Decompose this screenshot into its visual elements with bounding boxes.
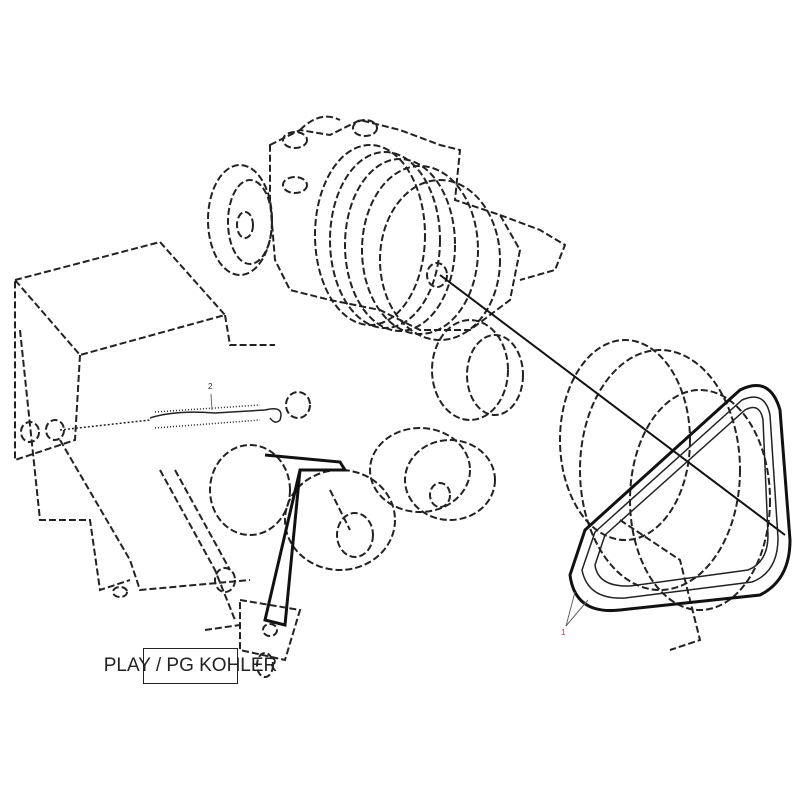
leader-line-1 [565, 591, 589, 627]
callout-1: 1 [561, 628, 566, 637]
frame-bracket [13, 240, 275, 598]
main-pulley-stack [314, 144, 501, 341]
left-pulley [207, 164, 273, 276]
engine-housing [269, 115, 567, 331]
leader-line-2 [210, 393, 213, 411]
spring [20, 391, 311, 443]
callout-2: 2 [208, 382, 213, 391]
diagram-title: PLAY / PG KOHLER [104, 648, 277, 684]
lower-pulleys [209, 319, 524, 571]
belt-pulleys [559, 339, 771, 651]
tension-lever [159, 453, 351, 678]
alignment-line [439, 274, 786, 536]
v-belt [568, 384, 792, 613]
